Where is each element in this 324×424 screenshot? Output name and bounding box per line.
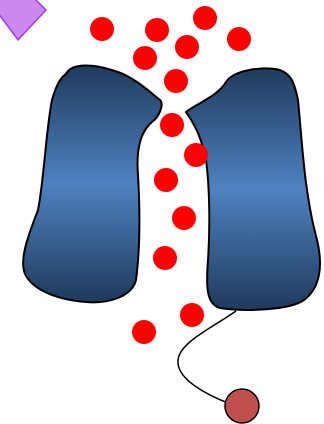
ion	[154, 168, 178, 192]
ion	[160, 113, 184, 137]
ion	[193, 6, 217, 30]
channel-right-subunit	[186, 69, 320, 310]
ion	[175, 35, 199, 59]
ion	[132, 320, 156, 344]
channel-left-subunit	[23, 66, 161, 303]
ion	[227, 27, 251, 51]
ion	[172, 206, 196, 230]
inactivation-ball	[225, 389, 259, 423]
ligand-diamond	[0, 0, 46, 40]
ion	[184, 143, 208, 167]
ion	[153, 246, 177, 270]
ion	[90, 17, 114, 41]
ion	[164, 69, 188, 93]
ion	[145, 18, 169, 42]
ion	[133, 46, 157, 70]
ion	[180, 303, 204, 327]
